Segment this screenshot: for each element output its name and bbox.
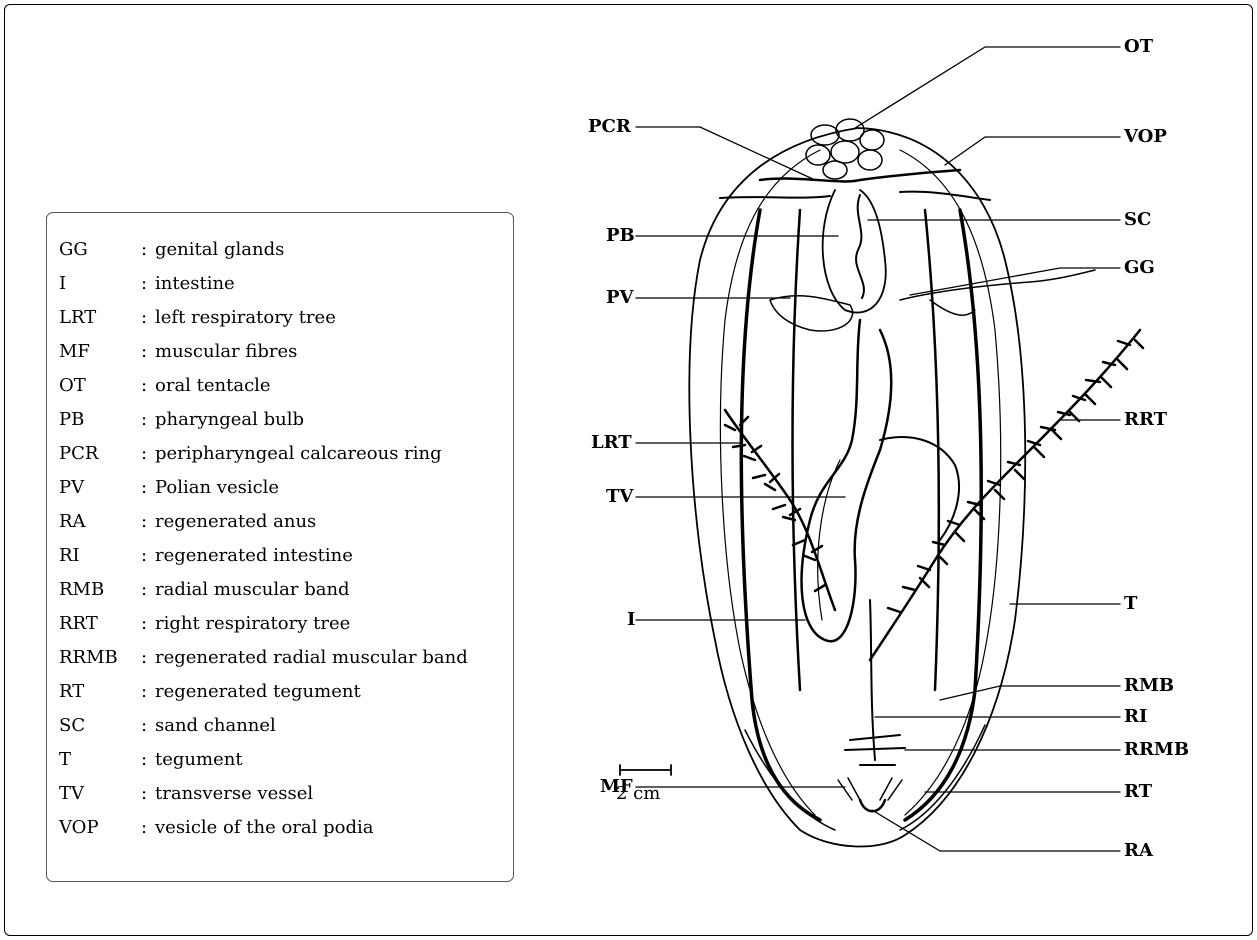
label-rrmb: RRMB bbox=[1124, 741, 1189, 759]
label-pcr: PCR bbox=[588, 118, 631, 136]
label-tv: TV bbox=[606, 488, 633, 506]
pharyngeal-bulb bbox=[823, 190, 886, 313]
right-respiratory-tree-branch bbox=[888, 340, 1143, 612]
label-ri: RI bbox=[1124, 708, 1147, 726]
radial-muscular-band bbox=[925, 210, 939, 690]
label-pb: PB bbox=[606, 227, 635, 245]
radial-muscular-band bbox=[905, 210, 981, 820]
polian-vesicle bbox=[770, 296, 853, 331]
scale-bar-label: 2 cm bbox=[616, 783, 660, 804]
leader-line-vop bbox=[945, 137, 1120, 165]
scale-bar bbox=[620, 765, 671, 775]
oral-tentacles bbox=[806, 119, 884, 179]
label-rt: RT bbox=[1124, 783, 1152, 801]
transverse-vessel bbox=[880, 437, 959, 540]
label-ra: RA bbox=[1124, 842, 1153, 860]
label-rrt: RRT bbox=[1124, 411, 1167, 429]
label-gg: GG bbox=[1124, 259, 1155, 277]
body-inner-wall bbox=[900, 150, 1001, 815]
muscular-fibres bbox=[838, 778, 902, 800]
label-pv: PV bbox=[606, 289, 634, 307]
intestine bbox=[802, 320, 892, 641]
genital-glands bbox=[900, 270, 1095, 315]
label-ot: OT bbox=[1124, 38, 1153, 56]
label-lrt: LRT bbox=[591, 434, 632, 452]
calcareous-ring bbox=[760, 170, 960, 181]
leader-line-ot bbox=[855, 47, 1120, 128]
label-rmb: RMB bbox=[1124, 677, 1174, 695]
radial-muscular-band bbox=[793, 210, 801, 690]
label-i: I bbox=[627, 611, 635, 629]
label-sc: SC bbox=[1124, 211, 1151, 229]
right-respiratory-tree bbox=[870, 330, 1140, 660]
leader-line-rmb bbox=[940, 686, 1120, 700]
sand-channel bbox=[856, 195, 864, 298]
label-vop: VOP bbox=[1124, 128, 1167, 146]
label-t: T bbox=[1124, 595, 1137, 613]
radial-muscular-band bbox=[741, 210, 820, 820]
regenerated-intestine bbox=[870, 600, 875, 760]
